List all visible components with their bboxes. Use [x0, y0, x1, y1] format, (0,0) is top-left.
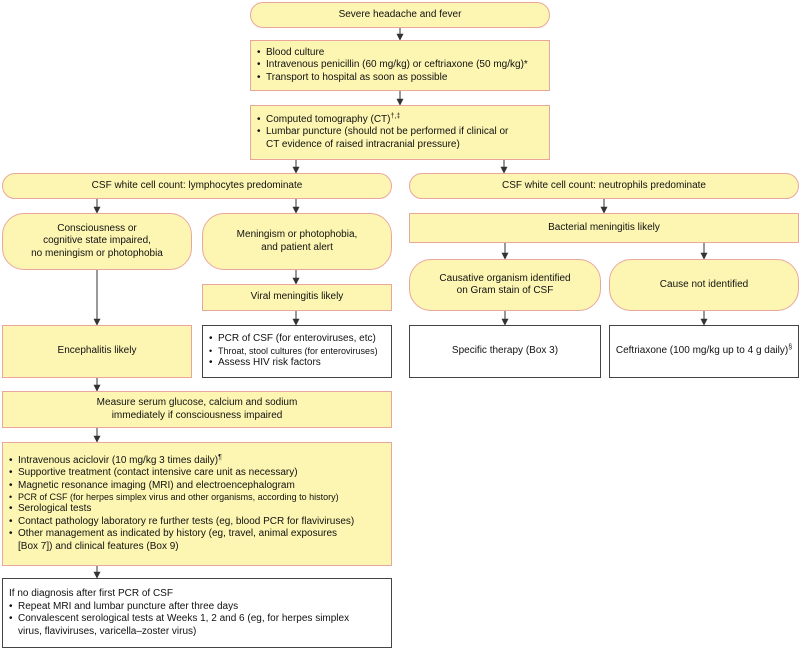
- bacterial-meningitis-node: Bacterial meningitis likely: [409, 213, 799, 243]
- management-item-4: •Serological tests: [9, 503, 92, 515]
- management-item-1: •Supportive treatment (contact intensive…: [9, 467, 298, 479]
- management-item-2: •Magnetic resonance imaging (MRI) and el…: [9, 479, 295, 491]
- management-item-5: •Contact pathology laboratory re further…: [9, 515, 355, 527]
- csf-lymphocytes-node: CSF white cell count: lymphocytes predom…: [2, 173, 392, 199]
- meningism-node: Meningism or photophobia, and patient al…: [202, 213, 392, 270]
- gram-stain-node: Causative organism identified on Gram st…: [409, 259, 601, 311]
- viral-tests-box: •PCR of CSF (for enteroviruses, etc) •Th…: [202, 325, 392, 378]
- initial-actions-box: •Blood culture •Intravenous penicillin (…: [250, 40, 550, 91]
- management-item-other: •Other management as indicated by histor…: [9, 528, 338, 540]
- cause-not-identified-node: Cause not identified: [609, 259, 799, 311]
- imaging-item-lp: •Lumbar puncture (should not be performe…: [257, 126, 509, 138]
- initial-item-2: •Intravenous penicillin (60 mg/kg) or ce…: [257, 59, 528, 71]
- follow-up-heading: If no diagnosis after first PCR of CSF: [9, 588, 173, 599]
- measure-serum-node: Measure serum glucose, calcium and sodiu…: [2, 391, 392, 428]
- management-item-3: •PCR of CSF (for herpes simplex virus an…: [9, 492, 339, 503]
- initial-item-3: •Transport to hospital as soon as possib…: [257, 71, 448, 83]
- management-item-other-cont: [Box 7]) and clinical features (Box 9): [18, 540, 179, 552]
- encephalitis-node: Encephalitis likely: [2, 325, 192, 378]
- imaging-item-ct: •Computed tomography (CT)†,‡: [257, 112, 401, 125]
- start-label: Severe headache and fever: [338, 8, 462, 20]
- specific-therapy-box: Specific therapy (Box 3): [409, 325, 601, 378]
- consciousness-impaired-node: Consciousness or cognitive state impaire…: [2, 213, 192, 270]
- viral-meningitis-node: Viral meningitis likely: [202, 284, 392, 311]
- imaging-box: •Computed tomography (CT)†,‡ •Lumbar pun…: [250, 105, 550, 160]
- follow-up-item-2: •Convalescent serological tests at Weeks…: [9, 613, 350, 624]
- start-node: Severe headache and fever: [250, 2, 550, 28]
- follow-up-box: If no diagnosis after first PCR of CSF •…: [2, 578, 392, 648]
- viral-test-3: •Assess HIV risk factors: [209, 357, 321, 369]
- follow-up-item-1: •Repeat MRI and lumbar puncture after th…: [9, 600, 239, 612]
- csf-neutrophils-node: CSF white cell count: neutrophils predom…: [409, 173, 799, 199]
- ceftriaxone-box: Ceftriaxone (100 mg/kg up to 4 g daily)§: [609, 325, 799, 378]
- initial-item-1: •Blood culture: [257, 46, 325, 58]
- follow-up-item-2-cont: virus, flaviviruses, varicella–zoster vi…: [18, 625, 197, 637]
- viral-test-1: •PCR of CSF (for enteroviruses, etc): [209, 333, 376, 345]
- management-item-aciclovir: •Intravenous aciclovir (10 mg/kg 3 times…: [9, 453, 222, 466]
- viral-test-2: •Throat, stool cultures (for enterovirus…: [209, 345, 378, 356]
- encephalitis-management-box: •Intravenous aciclovir (10 mg/kg 3 times…: [2, 442, 392, 566]
- imaging-item-lp-cont: CT evidence of raised intracranial press…: [266, 138, 460, 150]
